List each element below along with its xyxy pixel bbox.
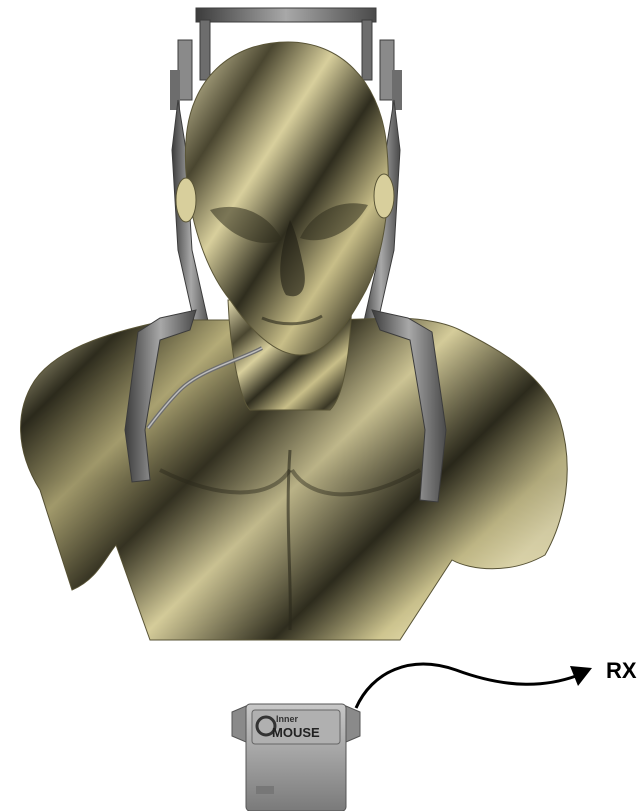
device-label-top: Inner xyxy=(276,714,299,724)
mannequin-bust-icon xyxy=(21,42,568,640)
wireless-transmitter-icon: Inner MOUSE xyxy=(232,704,360,811)
curved-arrow-icon xyxy=(356,664,592,708)
rx-label: RX xyxy=(606,660,637,682)
device-label-bottom: MOUSE xyxy=(272,725,320,740)
